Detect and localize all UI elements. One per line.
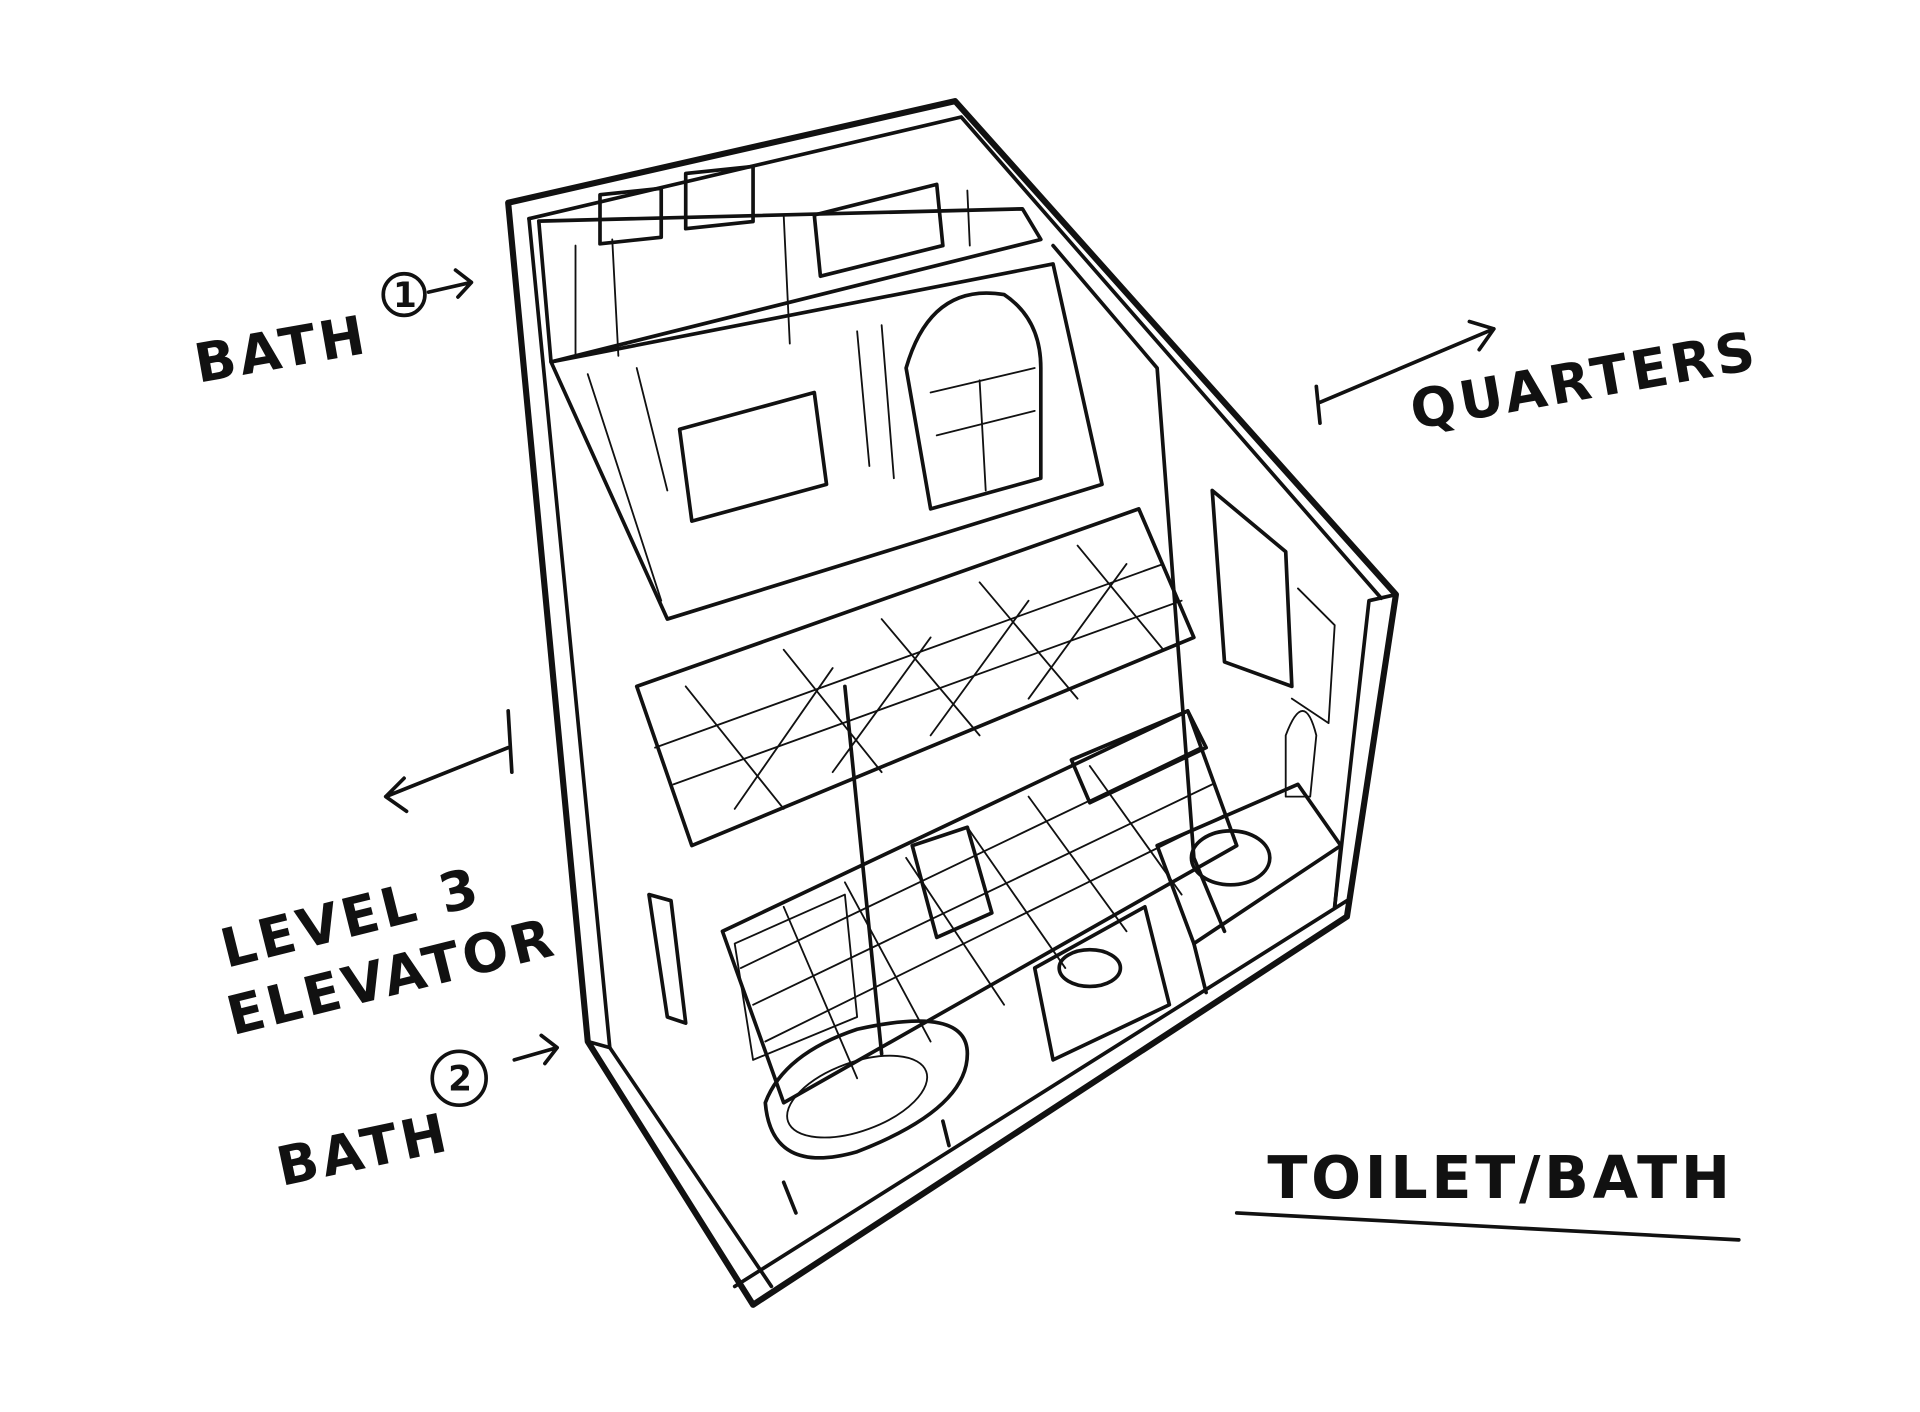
label-bath-2-text: BATH bbox=[271, 1101, 455, 1199]
title-underline bbox=[1234, 1211, 1741, 1242]
label-bath-2: BATH 2 bbox=[271, 1033, 559, 1199]
number-circle bbox=[381, 271, 427, 318]
label-bath-1: BATH 1 bbox=[190, 268, 474, 396]
label-quarters-text: QUARTERS bbox=[1406, 319, 1763, 442]
sketch-title: TOILET/BATH bbox=[1234, 1143, 1741, 1242]
label-quarters: QUARTERS bbox=[1314, 319, 1763, 442]
arrow-icon bbox=[1314, 319, 1496, 425]
label-bath-1-number: 1 bbox=[393, 276, 417, 316]
title-text: TOILET/BATH bbox=[1267, 1143, 1733, 1212]
label-bath-2-number: 2 bbox=[448, 1059, 472, 1099]
arrow-icon bbox=[426, 268, 474, 299]
room-outline bbox=[505, 98, 1399, 1308]
number-circle bbox=[430, 1049, 488, 1108]
arrow-icon bbox=[512, 1033, 559, 1066]
label-level-elevator: LEVEL 3 ELEVATOR bbox=[214, 709, 563, 1048]
label-bath-1-text: BATH bbox=[190, 303, 373, 395]
arrow-icon bbox=[383, 709, 514, 814]
